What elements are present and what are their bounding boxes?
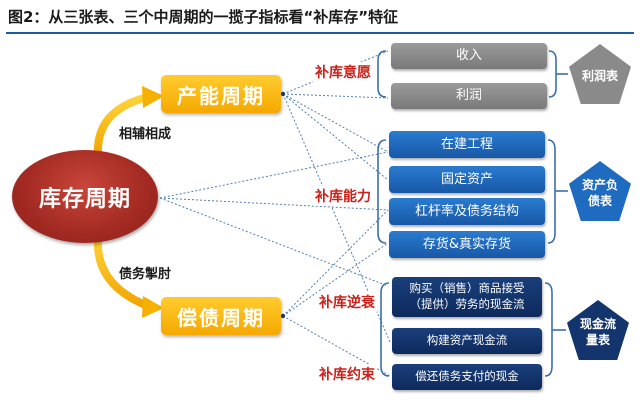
bracket-income: [377, 50, 387, 98]
cashflow-item-capex: 构建资产现金流: [392, 328, 542, 354]
income-item-revenue: 收入: [391, 43, 547, 69]
bracket-cashflow-right: [544, 282, 553, 377]
capacity-cycle-node: 产能周期: [161, 75, 281, 113]
cashflow-item-debt-repayment: 偿还债务支付的现金: [392, 364, 542, 390]
balance-item-construction: 在建工程: [389, 131, 545, 158]
bracket-balance-right: [547, 139, 556, 244]
inventory-cycle-node: 库存周期: [12, 150, 158, 243]
relation-constraint-label: 债务掣肘: [119, 267, 172, 282]
title-rule: [6, 32, 634, 34]
arrow-to-debt: [93, 234, 152, 310]
driver-pressure-label: 补库逆衰: [317, 292, 377, 312]
title-bar: 图2：从三张表、三个中周期的一揽子指标看“补库存”特征: [0, 0, 640, 34]
balance-item-leverage: 杠杆率及债务结构: [389, 198, 545, 225]
figure-title: 图2：从三张表、三个中周期的一揽子指标看“补库存”特征: [8, 8, 399, 26]
debt-cycle-node: 偿债周期: [161, 297, 281, 335]
balance-item-fixed-assets: 固定资产: [389, 166, 545, 193]
driver-restriction-label: 补库约束: [317, 364, 377, 384]
balance-item-inventory: 存货&真实存货: [389, 231, 545, 258]
arrow-to-capacity: [93, 93, 152, 160]
bracket-income-right: [548, 50, 557, 98]
bracket-balance: [377, 139, 387, 244]
driver-willingness-label: 补库意愿: [313, 62, 373, 82]
relation-complement-label: 相辅相成: [119, 127, 172, 142]
bracket-cashflow: [380, 282, 390, 377]
arrow-head-debt: [142, 296, 164, 318]
driver-ability-label: 补库能力: [313, 186, 373, 206]
arrow-head-capacity: [142, 86, 164, 108]
income-item-profit: 利润: [391, 83, 547, 109]
cashflow-item-operating: 购买（销售）商品接受（提供）劳务的现金流: [392, 277, 542, 317]
